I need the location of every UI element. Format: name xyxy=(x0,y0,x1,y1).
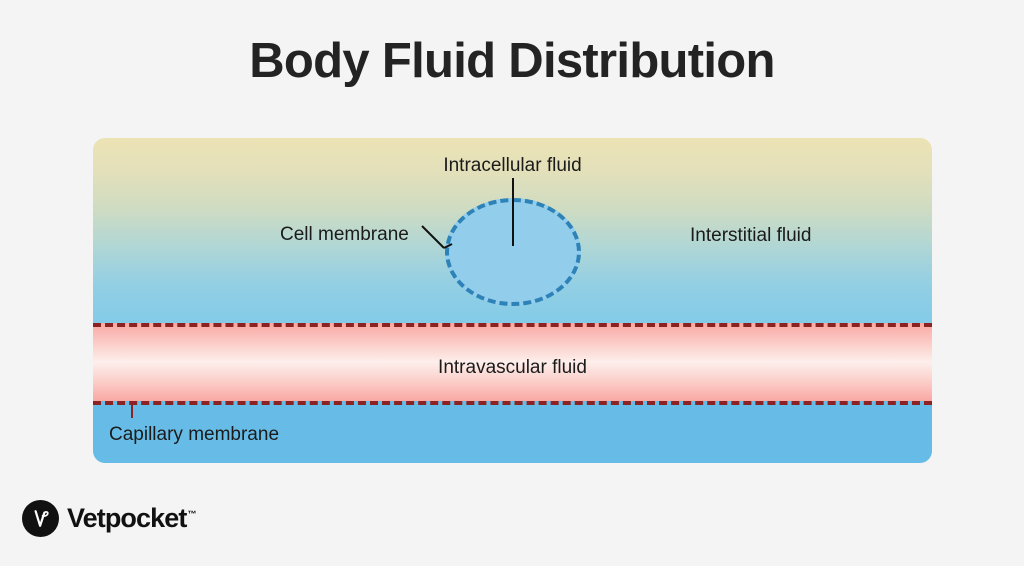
capillary-membrane-line-top xyxy=(93,323,932,327)
capillary-membrane-leader-line xyxy=(131,401,133,418)
brand-name: Vetpocket xyxy=(67,503,187,533)
body-fluid-diagram: Intracellular fluid Cell membrane Inters… xyxy=(93,138,932,463)
label-interstitial-fluid: Interstitial fluid xyxy=(690,225,812,246)
label-intracellular-fluid: Intracellular fluid xyxy=(443,155,582,176)
intracellular-fluid-leader-line xyxy=(512,178,514,246)
brand-wordmark: Vetpocket™ xyxy=(67,503,196,534)
compartment-extravascular-base xyxy=(93,401,932,463)
brand-logo: Vetpocket™ xyxy=(22,500,196,537)
page-title: Body Fluid Distribution xyxy=(249,34,775,88)
capillary-membrane-line-bottom xyxy=(93,401,932,405)
label-capillary-membrane: Capillary membrane xyxy=(109,424,280,445)
vetpocket-mark-icon xyxy=(22,500,59,537)
label-cell-membrane: Cell membrane xyxy=(280,224,409,245)
brand-trademark: ™ xyxy=(187,509,197,519)
compartment-intravascular-fluid xyxy=(93,323,932,401)
label-intravascular-fluid: Intravascular fluid xyxy=(438,357,587,378)
cell-membrane-leader-line xyxy=(421,225,453,249)
